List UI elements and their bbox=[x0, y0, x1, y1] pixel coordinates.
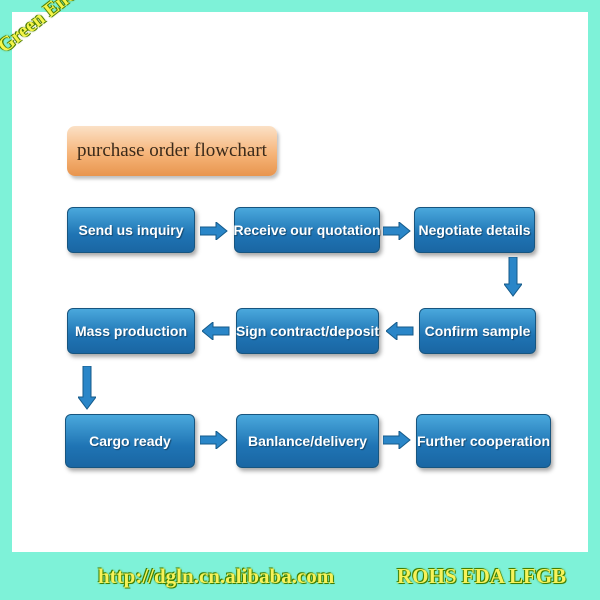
step-receive-quotation: Receive our quotation bbox=[233, 207, 381, 253]
store-url: http://dgln.cn.alibaba.com bbox=[98, 563, 335, 588]
step-label: Sign contract/deposit bbox=[235, 323, 380, 339]
arrow-down-icon bbox=[78, 366, 96, 410]
arrow-left-icon bbox=[202, 322, 230, 340]
step-send-inquiry: Send us inquiry bbox=[67, 207, 195, 253]
arrow-right-icon bbox=[383, 222, 411, 240]
flowchart-title-box: purchase order flowchart bbox=[67, 126, 277, 176]
step-further-cooperation: Further cooperation bbox=[416, 414, 551, 468]
arrow-right-icon bbox=[383, 431, 411, 449]
step-mass-production: Mass production bbox=[67, 308, 195, 354]
step-label: Banlance/delivery bbox=[247, 433, 368, 449]
step-confirm-sample: Confirm sample bbox=[419, 308, 536, 354]
step-negotiate-details: Negotiate details bbox=[414, 207, 535, 253]
arrow-down-icon bbox=[504, 257, 522, 297]
step-cargo-ready: Cargo ready bbox=[65, 414, 195, 468]
certifications: ROHS FDA LFGB bbox=[397, 563, 567, 588]
step-label: Receive our quotation bbox=[233, 222, 381, 238]
step-label: Negotiate details bbox=[418, 222, 531, 238]
step-sign-contract: Sign contract/deposit bbox=[236, 308, 379, 354]
step-label: Send us inquiry bbox=[78, 222, 184, 238]
footer-banner: http://dgln.cn.alibaba.com ROHS FDA LFGB bbox=[0, 552, 600, 600]
step-label: Confirm sample bbox=[424, 323, 531, 339]
step-label: Mass production bbox=[74, 323, 187, 339]
arrow-right-icon bbox=[200, 431, 228, 449]
step-label: Further cooperation bbox=[417, 433, 551, 449]
step-label: Cargo ready bbox=[89, 433, 171, 449]
content-panel bbox=[12, 12, 588, 552]
arrow-right-icon bbox=[200, 222, 228, 240]
arrow-left-icon bbox=[386, 322, 414, 340]
flowchart-title: purchase order flowchart bbox=[77, 140, 267, 161]
step-balance-delivery: Banlance/delivery bbox=[236, 414, 379, 468]
